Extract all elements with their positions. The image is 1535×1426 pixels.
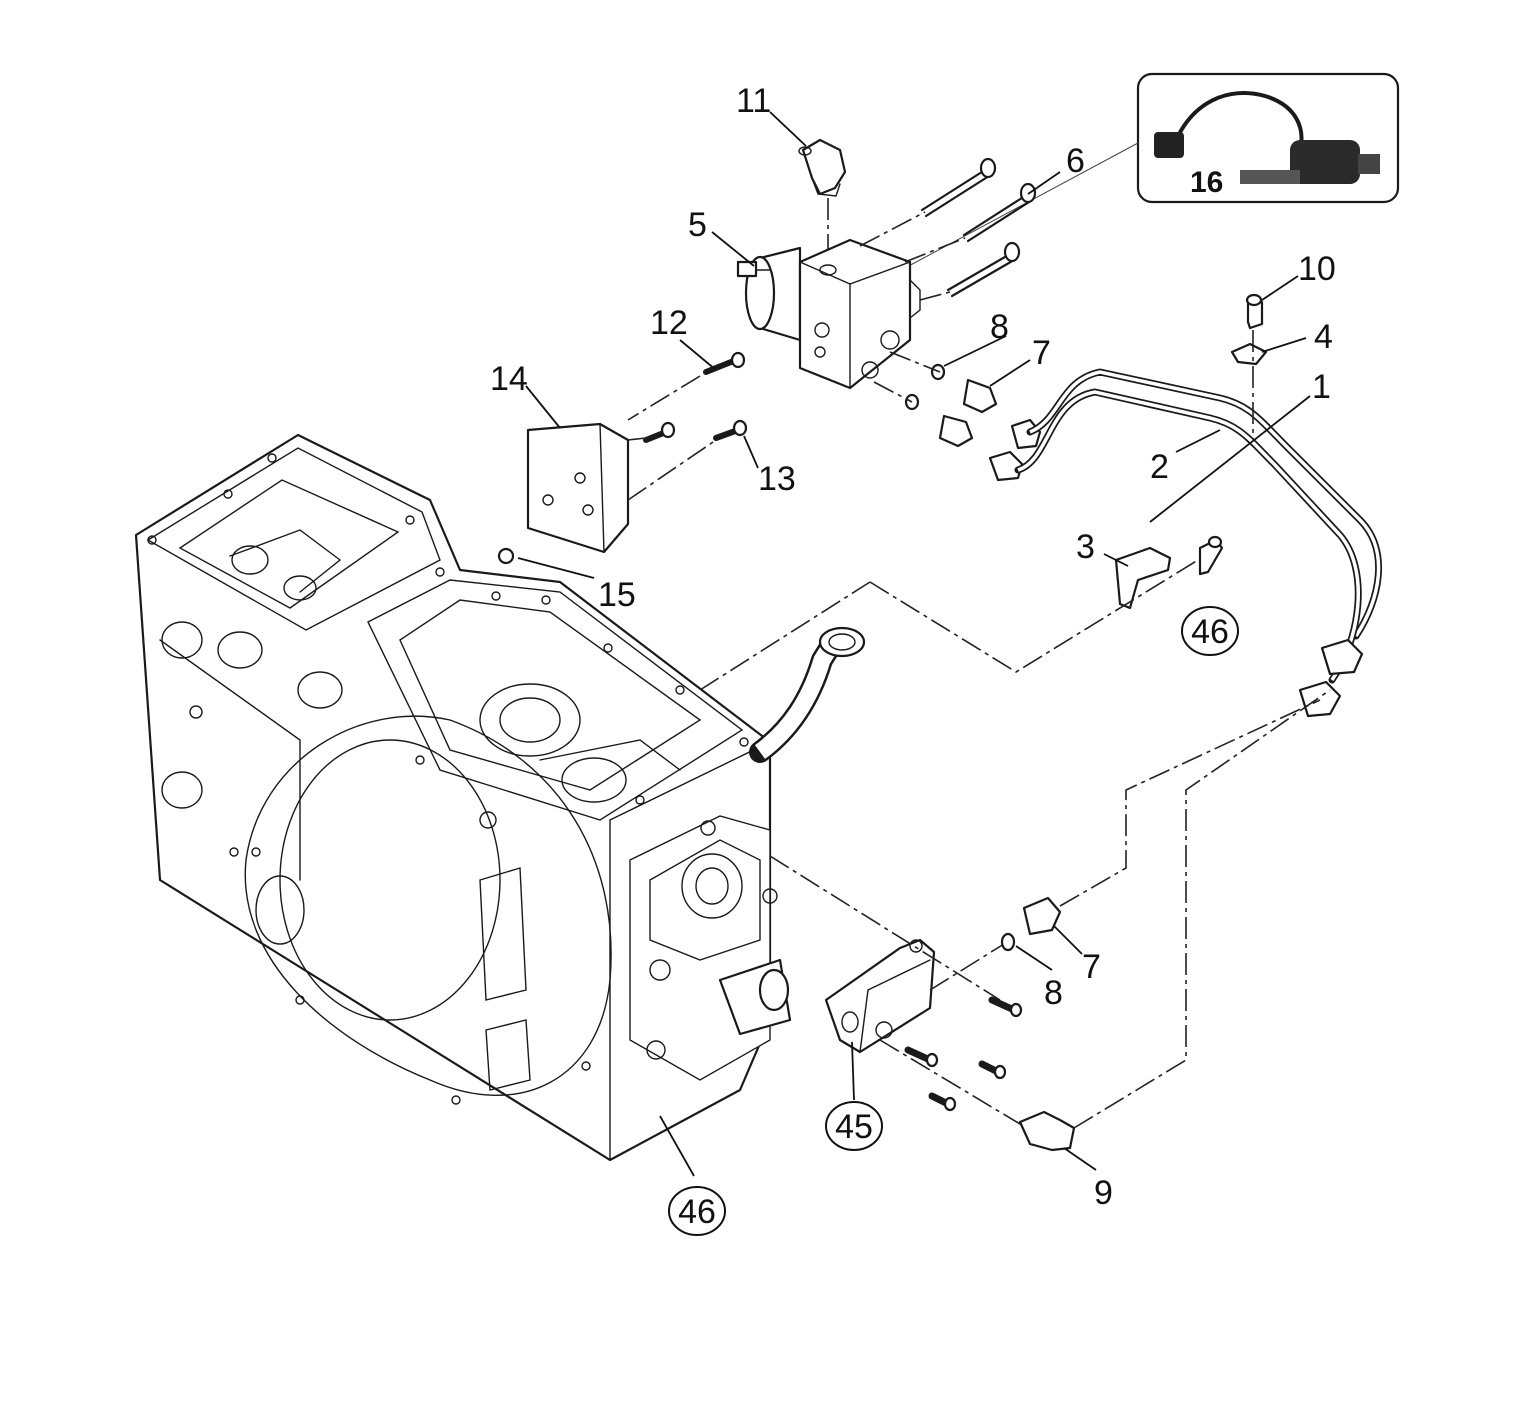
- pump-cover-45: [824, 938, 1023, 1112]
- callout-45: 45: [835, 1108, 873, 1146]
- callout-46-ring-lower: [668, 1186, 726, 1236]
- harness-cable: [1170, 91, 1304, 152]
- valve-block-5: [736, 238, 921, 390]
- inset-sensor-harness: 16: [1136, 72, 1400, 204]
- callout-46-lower: 46: [678, 1193, 716, 1231]
- callout-7-upper: 7: [1032, 334, 1051, 372]
- callout-10: 10: [1298, 250, 1336, 288]
- callout-14: 14: [490, 360, 528, 398]
- clamp-4-bolt-10: [1230, 293, 1268, 440]
- orings-fittings-upper: [904, 363, 1042, 482]
- callout-2: 2: [1150, 448, 1169, 486]
- callouts: 1 2 3 4 5 6 7 7 8 8 9 10 11 12 13 14 15 …: [490, 82, 1336, 1236]
- cover-14: [526, 422, 630, 554]
- bolts-6: [920, 157, 1037, 298]
- callout-6: 6: [1066, 142, 1085, 180]
- leader-lines: [517, 111, 1311, 1177]
- callout-46-upper: 46: [1191, 613, 1229, 651]
- callout-13: 13: [758, 460, 796, 498]
- bracket-3: [1114, 535, 1224, 610]
- callout-45-ring: [825, 1101, 883, 1151]
- transmission-housing: [134, 433, 772, 1162]
- callout-12: 12: [650, 304, 688, 342]
- fittings-lower: [1000, 896, 1076, 1152]
- sensor-probe: [1240, 170, 1300, 184]
- callout-11: 11: [736, 82, 771, 120]
- filler-tube: [749, 626, 866, 763]
- washer-15: [497, 547, 515, 565]
- callout-4: 4: [1314, 318, 1333, 356]
- callout-15: 15: [598, 576, 636, 614]
- pump-housing: [629, 815, 792, 1081]
- pipes-1-2: [1014, 368, 1383, 718]
- bolts-12-13: [497, 351, 748, 565]
- callout-3: 3: [1076, 528, 1095, 566]
- sensor-cap: [1358, 154, 1380, 174]
- callout-7-lower: 7: [1082, 948, 1101, 986]
- sensor-body: [1290, 140, 1360, 184]
- callout-8-upper: 8: [990, 308, 1009, 346]
- callout-8-lower: 8: [1044, 974, 1063, 1012]
- callout-5: 5: [688, 206, 707, 244]
- callout-16: 16: [1190, 166, 1223, 199]
- callout-9: 9: [1094, 1174, 1113, 1212]
- callout-46-ring-upper: [1181, 606, 1239, 656]
- harness-plug: [1154, 132, 1184, 158]
- inset-frame: [1136, 72, 1400, 204]
- elbow-fitting-11: [798, 138, 847, 197]
- callout-1: 1: [1312, 368, 1331, 406]
